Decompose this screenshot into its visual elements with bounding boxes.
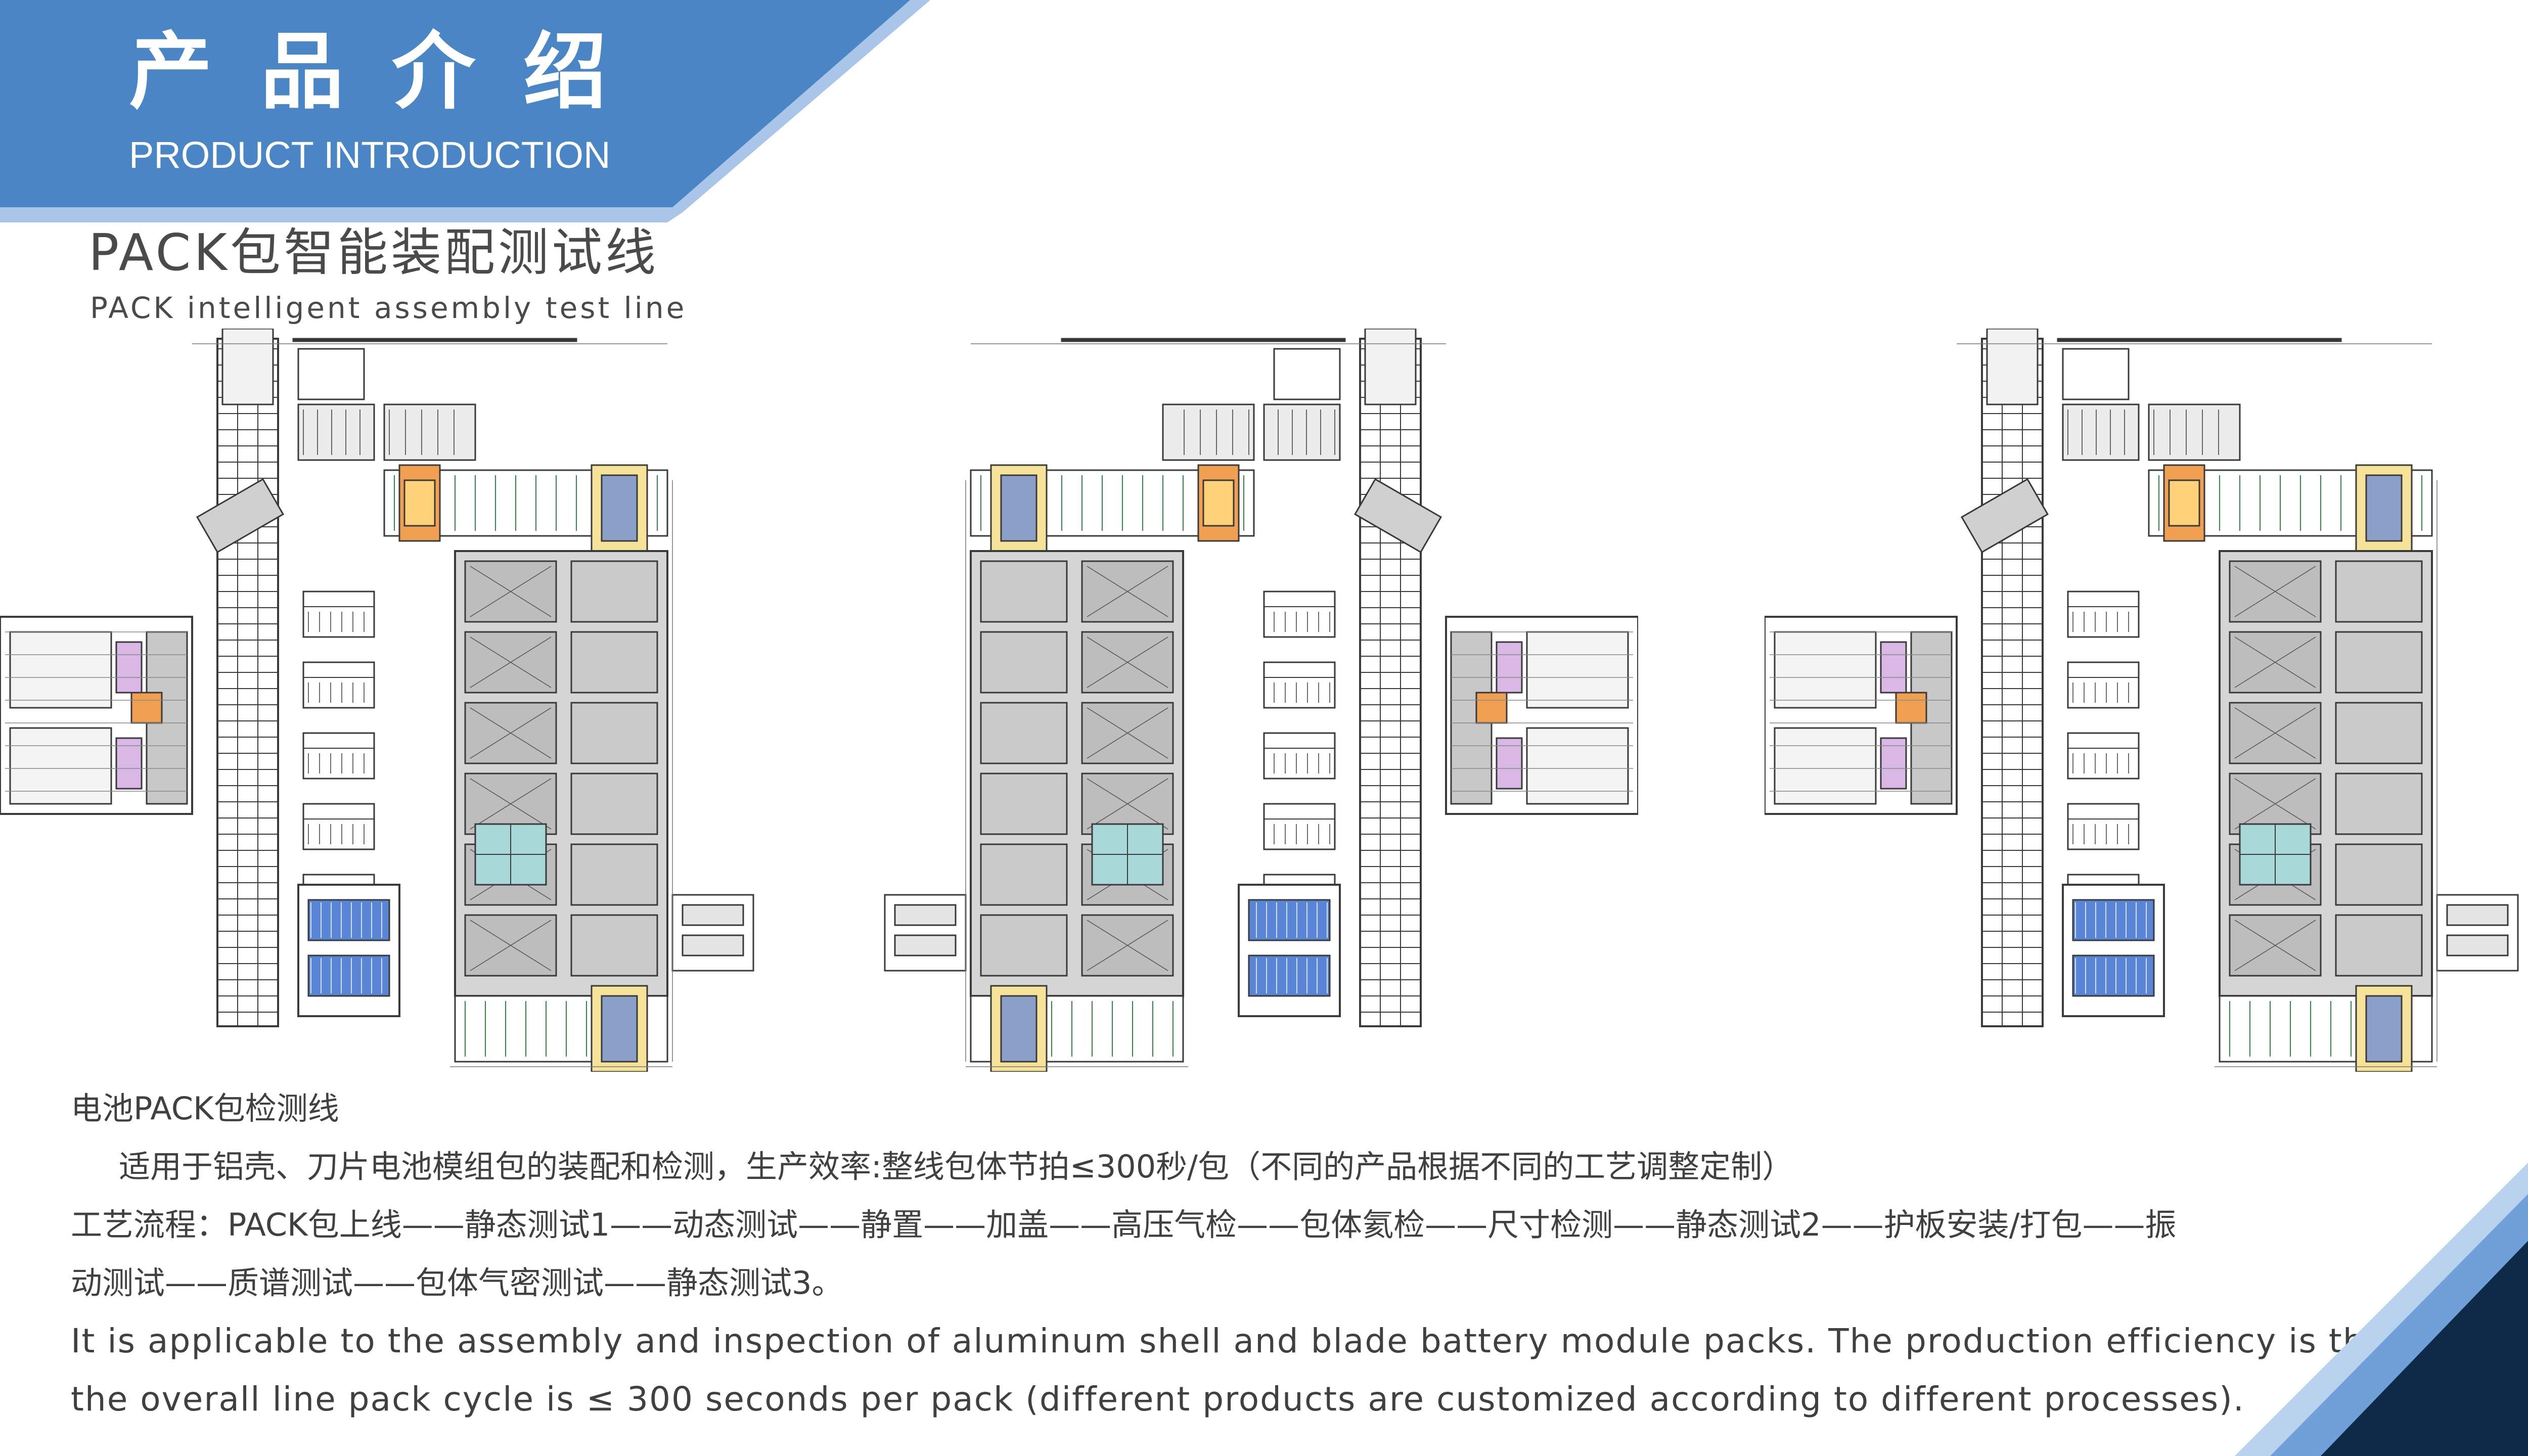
layout-left: [0, 329, 758, 1072]
banner-shape: [0, 0, 930, 222]
page-title-cn: 产品介绍: [129, 23, 655, 120]
header-banner: 产品介绍 PRODUCT INTRODUCTION: [0, 0, 961, 228]
description-en-line-2: the overall line pack cycle is ≤ 300 sec…: [71, 1380, 2245, 1419]
layout-middle-drawing: [884, 329, 1638, 1072]
description-heading: 电池PACK包检测线: [71, 1090, 339, 1127]
layout-right-drawing: [1765, 329, 2519, 1072]
process-flow-line-2: 动测试——质谱测试——包体气密测试——静态测试3。: [71, 1264, 843, 1301]
section-title-en: PACK intelligent assembly test line: [90, 291, 687, 325]
description-en-line-1: It is applicable to the assembly and ins…: [71, 1322, 2401, 1360]
description-line-1: 适用于铝壳、刀片电池模组包的装配和检测，生产效率:整线包体节拍≤300秒/包（不…: [119, 1148, 1794, 1185]
process-flow-line-1: 工艺流程：PACK包上线——静态测试1——动态测试——静置——加盖——高压气检—…: [71, 1206, 2177, 1243]
layout-left-drawing: [0, 329, 754, 1072]
layout-right: [1765, 329, 2523, 1072]
section-title-cn: PACK包智能装配测试线: [88, 223, 659, 282]
page-title-en: PRODUCT INTRODUCTION: [129, 134, 611, 176]
description-block: 电池PACK包检测线 适用于铝壳、刀片电池模组包的装配和检测，生产效率:整线包体…: [71, 1079, 2401, 1428]
corner-decoration: [2235, 1163, 2528, 1456]
layout-middle: [880, 329, 1638, 1072]
